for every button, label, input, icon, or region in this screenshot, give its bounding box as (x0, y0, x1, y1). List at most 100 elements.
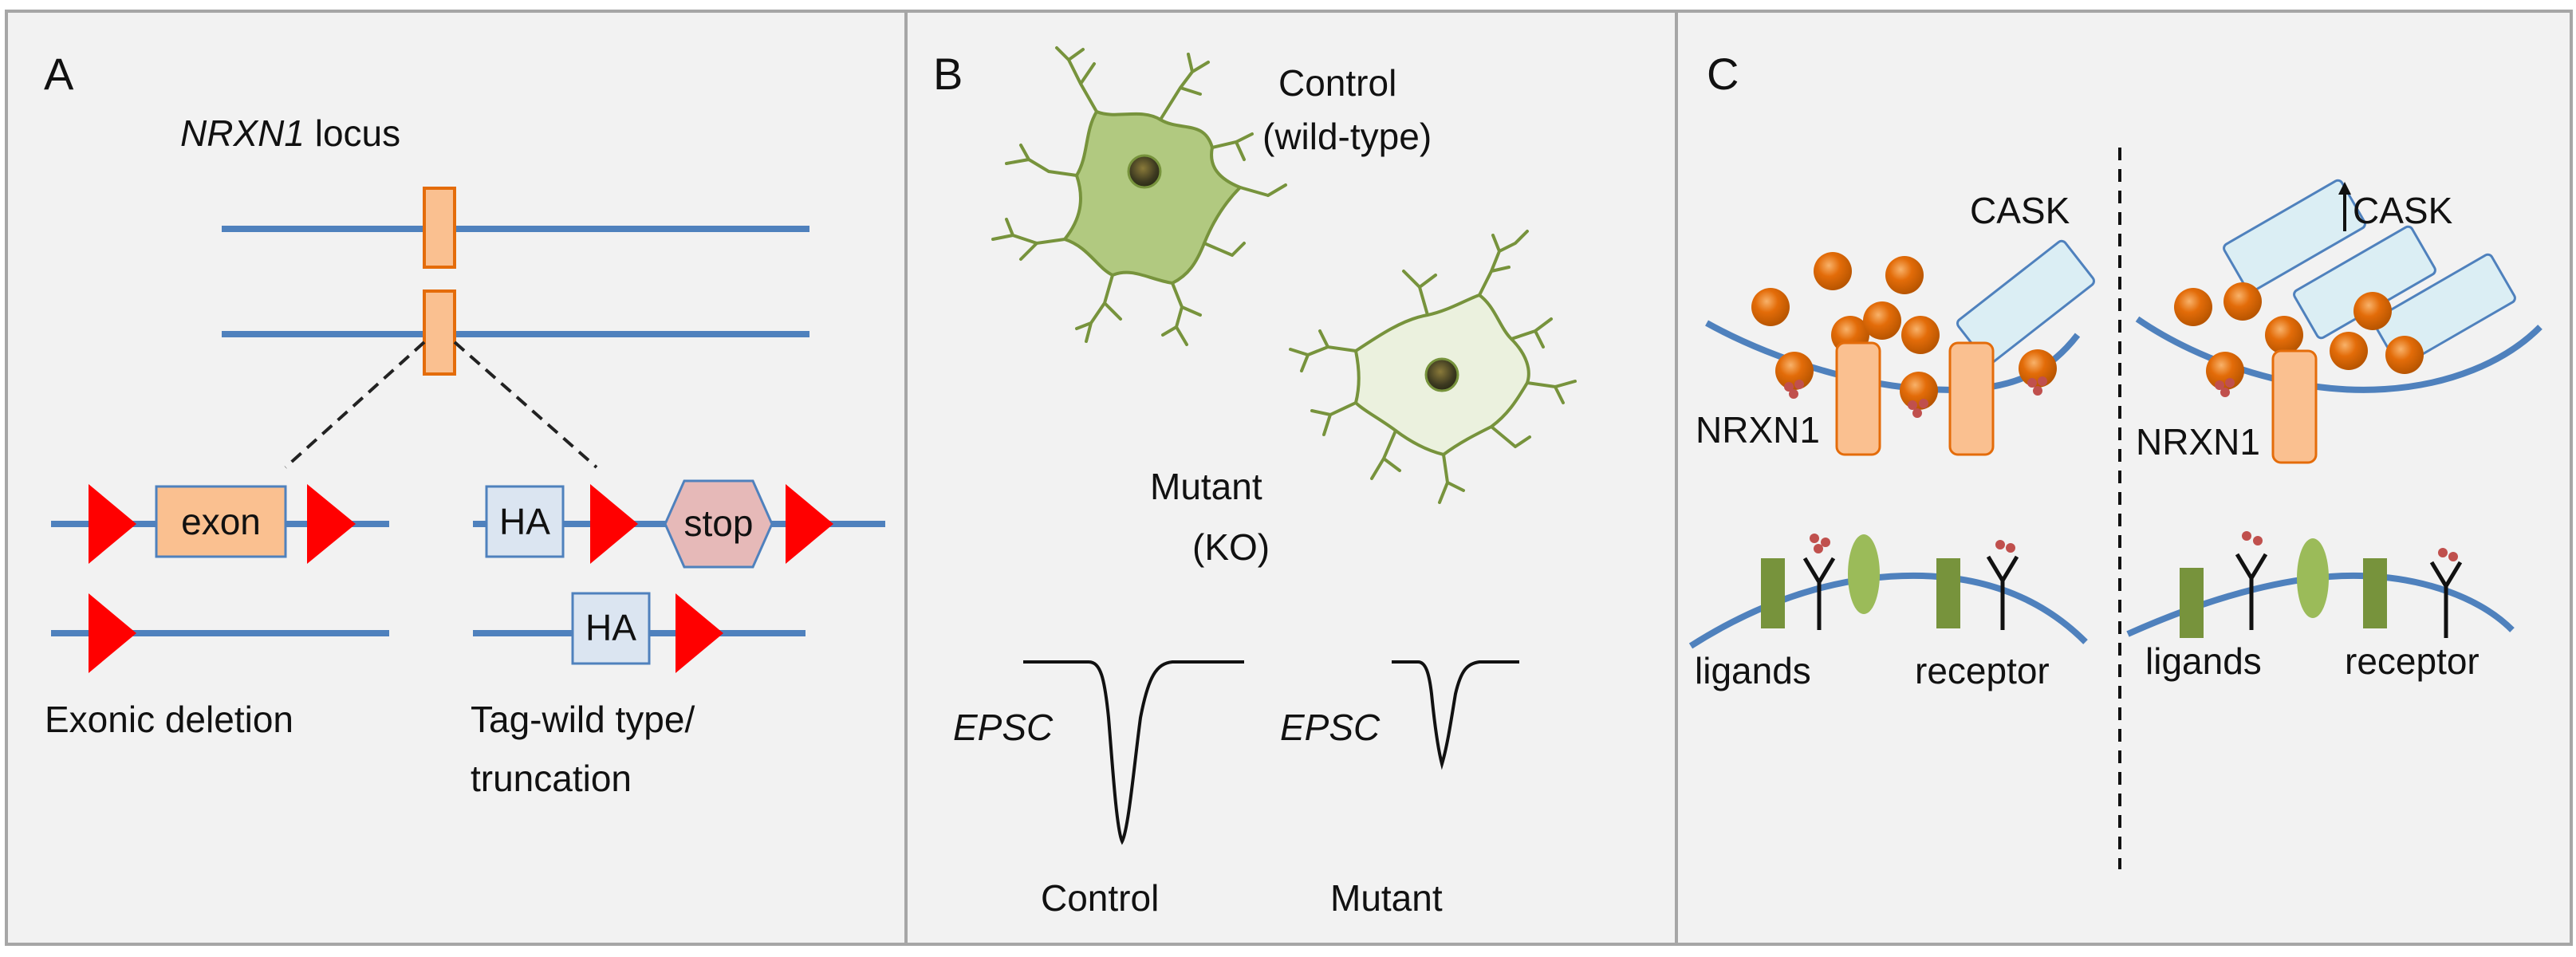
mutant-label-line1: Mutant (1150, 466, 1262, 507)
receptor-y-right (2429, 561, 2463, 638)
cask-protein (2223, 179, 2366, 293)
panel-a-letter: A (44, 49, 74, 99)
neurotransmitter (1784, 382, 1794, 392)
neurotransmitter (1821, 538, 1830, 547)
nrxn1-protein (2271, 349, 2318, 464)
receptor-label: receptor (2345, 640, 2479, 682)
panel-a-background (5, 10, 908, 946)
panel-c-background (1675, 10, 2573, 946)
neurotransmitter (2038, 376, 2047, 386)
nrxn1-protein (1948, 341, 1995, 456)
cask-label-increased: CASK (2353, 190, 2453, 231)
synaptic-vesicle (1814, 252, 1852, 290)
synaptic-vesicle (1863, 301, 1901, 340)
ha-tag-box (571, 592, 651, 665)
receptor-protein (2297, 538, 2329, 618)
tag-wild-type-label: Tag-wild type/ (471, 699, 695, 740)
neurotransmitter (2220, 388, 2230, 397)
neurotransmitter (2225, 378, 2235, 388)
receptor-label: receptor (1915, 650, 2050, 691)
neurotransmitter (1789, 389, 1798, 399)
docked-vesicle (2019, 349, 2057, 388)
stop-cassette (664, 479, 774, 569)
mutant-synapse: CASK NRXN1 (2126, 179, 2543, 682)
synaptic-vesicle (2385, 336, 2424, 374)
neurotransmitter (1919, 399, 1928, 408)
ligands-label: ligands (1695, 650, 1811, 691)
locus-exon-bottom (423, 289, 456, 376)
docked-vesicle (1900, 372, 1938, 410)
locus-title: NRXN1 locus (180, 112, 400, 154)
epsc-label-mutant: EPSC (1280, 707, 1381, 748)
ha-tag-label: HA (585, 607, 636, 648)
synaptic-vesicle (2265, 316, 2303, 354)
panel-b-letter: B (933, 49, 963, 99)
panel-c-letter: C (1707, 49, 1739, 99)
neurotransmitter (2448, 552, 2458, 561)
synaptic-vesicle (1751, 288, 1790, 326)
panel-c: C CASK (1675, 10, 2573, 946)
neurotransmitter (2033, 386, 2042, 396)
neurotransmitter (1810, 534, 1819, 543)
trace-label-mutant: Mutant (1330, 877, 1443, 919)
neurotransmitter (1912, 408, 1922, 418)
increase-arrow-icon (2338, 182, 2351, 231)
control-neuron (991, 46, 1287, 346)
nrxn1-label: NRXN1 (2136, 421, 2260, 463)
neurotransmitter (1995, 540, 2005, 549)
ligand-protein (1936, 558, 1960, 628)
exon-box (155, 485, 287, 558)
panel-b: B Control (wild-type) (904, 10, 1678, 946)
neurotransmitter (2253, 536, 2263, 545)
receptor-y-right (1986, 555, 2019, 630)
loxp-site (676, 593, 723, 673)
neurotransmitter (2215, 380, 2224, 390)
loxp-site (89, 484, 136, 564)
docked-vesicle (1775, 352, 1814, 390)
neurotransmitter (2006, 543, 2015, 553)
neurotransmitter (2438, 548, 2448, 557)
ligand-protein (2180, 568, 2204, 638)
ha-tag-box (485, 485, 565, 558)
nrxn1-label: NRXN1 (1696, 409, 1820, 451)
epsc-trace-mutant (1392, 660, 1519, 770)
presynaptic-membrane (2135, 316, 2543, 393)
trace-label-control: Control (1041, 877, 1159, 919)
panel-a: A NRXN1 locus exon Exonic deletion HA st… (5, 10, 908, 946)
neurotransmitter (2027, 378, 2037, 388)
loxp-site (590, 484, 638, 564)
mutant-label-line2: (KO) (1192, 526, 1270, 568)
synaptic-vesicle (2174, 288, 2212, 326)
zoom-dash-left (284, 341, 426, 469)
control-label-line2: (wild-type) (1262, 116, 1432, 157)
ligands-label: ligands (2145, 640, 2262, 682)
mutant-nucleus (1424, 357, 1459, 392)
receptor-y-left (1802, 557, 1836, 630)
loxp-site (786, 484, 833, 564)
synaptic-vesicle (1885, 256, 1924, 294)
neurotransmitter (1794, 380, 1804, 389)
control-nucleus (1127, 154, 1162, 189)
truncation-label: truncation (471, 758, 632, 799)
receptor-y-left (2235, 553, 2268, 630)
ligand-protein (1761, 558, 1785, 628)
synaptic-vesicle (1901, 316, 1940, 354)
locus-exon-top (423, 187, 456, 269)
cask-label: CASK (1970, 190, 2070, 231)
neurotransmitter (1814, 544, 1823, 553)
epsc-trace-control (1023, 660, 1244, 845)
exonic-deletion-label: Exonic deletion (45, 699, 293, 740)
synaptic-vesicle (2223, 282, 2262, 321)
panel-b-background (904, 10, 1678, 946)
docked-vesicle (2206, 352, 2244, 390)
nrxn1-protein (1835, 341, 1881, 456)
stop-cassette-label: stop (684, 502, 754, 544)
receptor-protein (1848, 534, 1880, 614)
neurotransmitter (1908, 400, 1917, 410)
zoom-dash-right (453, 341, 598, 469)
loxp-site (89, 593, 136, 673)
neurotransmitter (2242, 531, 2251, 541)
epsc-label-control: EPSC (953, 707, 1054, 748)
loxp-site (307, 484, 356, 564)
